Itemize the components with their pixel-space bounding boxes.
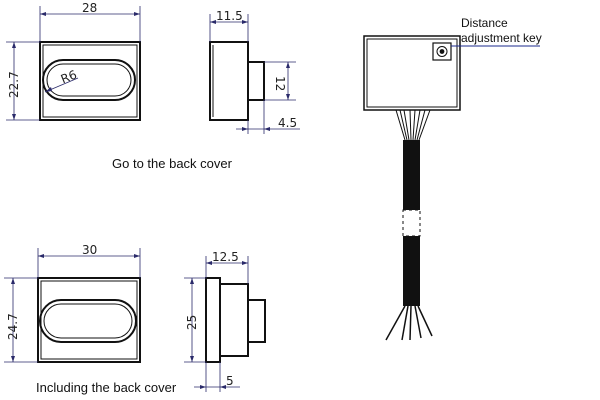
bottom-front-width-label: 30 <box>82 243 97 257</box>
bottom-side-depth-arrow-right <box>242 261 248 265</box>
bottom-front-view: 30 24.7 <box>4 243 141 363</box>
top-front-width-arrow-right <box>134 12 140 16</box>
adjustment-key <box>432 42 452 61</box>
bottom-side-height-arrow-top <box>190 278 194 284</box>
bottom-front-outer <box>37 277 141 363</box>
top-front-outer <box>39 41 141 121</box>
sensor-box-outer <box>363 35 461 111</box>
top-front-height-label: 22.7 <box>7 71 21 98</box>
top-side-depth-label: 11.5 <box>216 9 243 23</box>
callout-label-line2: adjustment key <box>461 31 542 45</box>
top-side-body <box>209 41 249 121</box>
top-front-height-arrow-top <box>12 42 16 48</box>
top-side-view: 11.5 12 4.5 <box>209 9 300 134</box>
adjustment-key-dial-inner <box>439 49 445 54</box>
bottom-side-height-label: 25 <box>185 315 199 330</box>
top-front-width-label: 28 <box>82 1 97 15</box>
cable-upper <box>403 140 420 210</box>
bottom-front-slot-inner <box>43 303 133 339</box>
bottom-front-height-arrow-bottom <box>11 356 15 362</box>
bottom-side-boss-depth-arrow-left <box>200 385 206 389</box>
top-front-slot-inner <box>46 63 132 97</box>
top-side-depth-arrow-left <box>210 20 216 24</box>
top-side-boss-depth-arrow-right <box>264 127 270 131</box>
top-side-boss <box>247 61 265 101</box>
bottom-side-body-front <box>205 277 221 363</box>
top-front-width-arrow-left <box>40 12 46 16</box>
sensor-box-inner <box>366 38 458 108</box>
top-side-boss-depth-label: 4.5 <box>278 116 297 130</box>
top-front-view: R6 28 22.7 <box>6 1 141 121</box>
callout-label-line1: Distance <box>461 16 508 30</box>
bottom-front-slot-outer <box>39 299 137 343</box>
top-front-inner <box>42 44 138 118</box>
caption-bottom: Including the back cover <box>36 380 177 395</box>
top-side-boss-depth-arrow-left <box>242 127 248 131</box>
cable-lower <box>403 236 420 306</box>
bottom-side-boss-depth-arrow-right <box>220 385 226 389</box>
top-front-radius-arrow <box>45 87 52 92</box>
bottom-side-boss-depth-label: 5 <box>226 374 234 388</box>
bottom-front-width-arrow-right <box>134 254 140 258</box>
bottom-side-depth-arrow-left <box>206 261 212 265</box>
adjustment-key-dial-outer <box>436 46 448 57</box>
bottom-side-depth-label: 12.5 <box>212 250 239 264</box>
bottom-side-height-arrow-bottom <box>190 356 194 362</box>
bottom-side-boss <box>247 299 266 343</box>
top-side-boss-arrow-bottom <box>286 94 290 100</box>
wire-fan-top <box>395 109 431 141</box>
top-side-depth-arrow-right <box>242 20 248 24</box>
bottom-side-body-rear <box>219 283 249 357</box>
bottom-front-height-arrow-top <box>11 278 15 284</box>
wire-fan-bottom <box>385 305 433 341</box>
bottom-front-height-label: 24.7 <box>6 313 20 340</box>
bottom-front-inner <box>40 280 138 360</box>
top-front-slot-outer <box>42 59 136 101</box>
top-side-boss-arrow-top <box>286 62 290 68</box>
top-front-radius-label: R6 <box>59 67 79 86</box>
bottom-front-width-arrow-left <box>38 254 44 258</box>
caption-top: Go to the back cover <box>112 156 232 171</box>
bottom-side-view: 12.5 25 5 <box>184 250 266 392</box>
top-side-boss-height-label: 12 <box>273 76 287 91</box>
top-front-height-arrow-bottom <box>12 114 16 120</box>
sensor-module <box>363 35 540 341</box>
cable-break-gap <box>402 209 421 237</box>
